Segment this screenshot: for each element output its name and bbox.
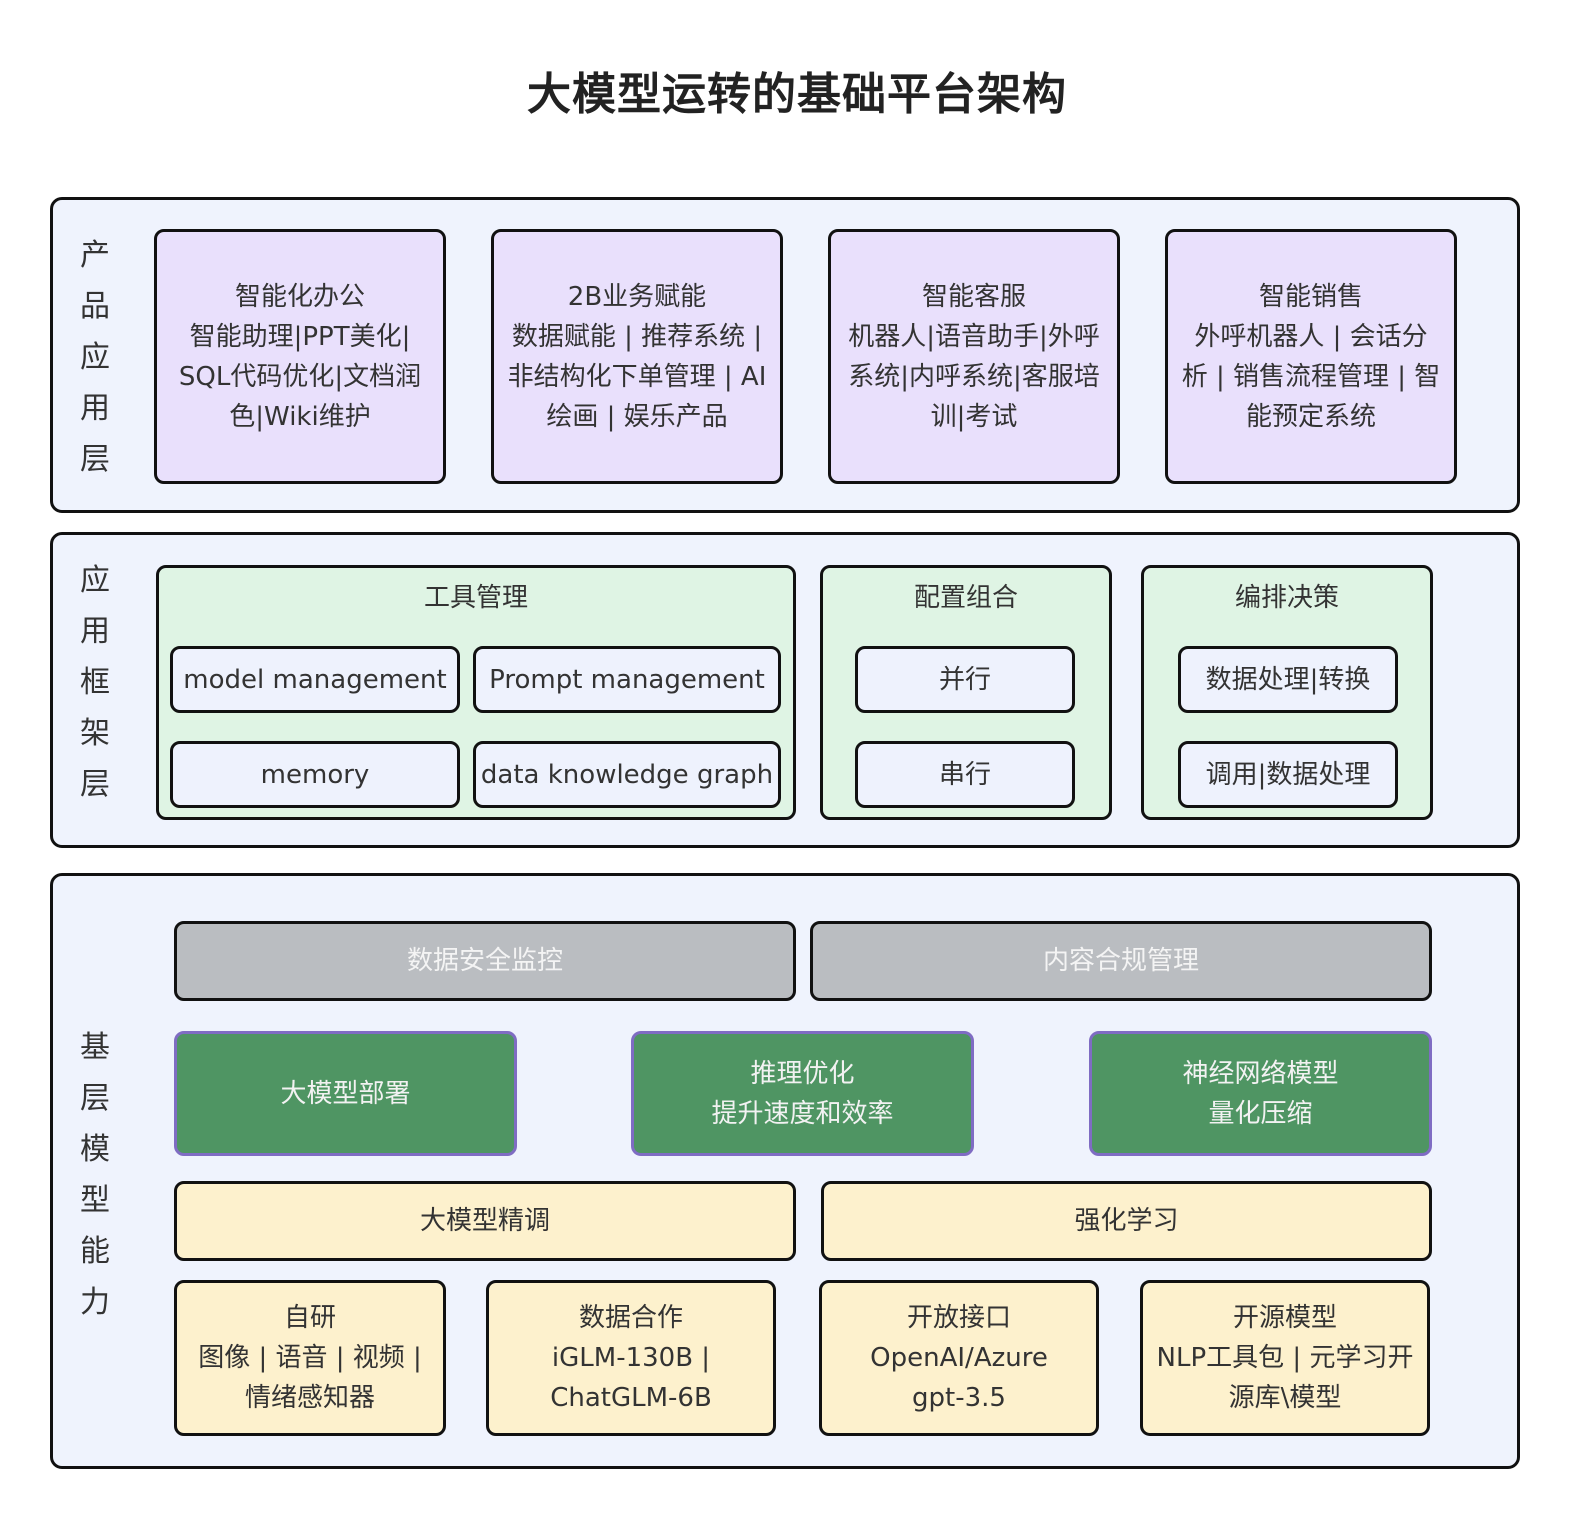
model-management: model management	[170, 646, 460, 713]
product-card-2b: 2B业务赋能 数据赋能 | 推荐系统 | 非结构化下单管理 | AI 绘画 | …	[491, 229, 783, 484]
tool-management-group: 工具管理 model management Prompt management …	[156, 565, 796, 820]
diagram-title: 大模型运转的基础平台架构	[527, 69, 1067, 120]
orchestration-group: 编排决策 数据处理|转换 调用|数据处理	[1141, 565, 1433, 820]
label-char: 型	[80, 1183, 110, 1218]
product-card-office: 智能化办公 智能助理|PPT美化| SQL代码优化|文档润 色|Wiki维护	[154, 229, 446, 484]
label-char: 品	[80, 289, 110, 324]
base-layer-label: 基 层 模 型 能 力	[75, 1022, 115, 1328]
data-knowledge-graph: data knowledge graph	[473, 741, 781, 808]
group-title: 编排决策	[1234, 583, 1339, 613]
label-char: 用	[80, 391, 110, 426]
source-open-api: 开放接口 OpenAI/Azure gpt-3.5	[819, 1280, 1099, 1436]
product-layer: 产 品 应 用 层 智能化办公 智能助理|PPT美化| SQL代码优化|文档润 …	[50, 197, 1520, 513]
model-deployment: 大模型部署	[174, 1031, 517, 1156]
framework-layer-label: 应 用 框 架 层	[75, 555, 115, 810]
inference-optimization: 推理优化 提升速度和效率	[631, 1031, 974, 1156]
label-char: 应	[80, 340, 110, 375]
label-char: 能	[80, 1234, 110, 1269]
framework-layer: 应 用 框 架 层 工具管理 model management Prompt m…	[50, 532, 1520, 848]
group-title: 工具管理	[423, 583, 528, 613]
serial-item: 串行	[855, 741, 1075, 808]
invoke-data-item: 调用|数据处理	[1178, 741, 1398, 808]
source-self-developed: 自研 图像 | 语音 | 视频 | 情绪感知器	[174, 1280, 446, 1436]
data-transform-item: 数据处理|转换	[1178, 646, 1398, 713]
memory: memory	[170, 741, 460, 808]
label-char: 模	[80, 1132, 110, 1167]
config-combination-group: 配置组合 并行 串行	[820, 565, 1112, 820]
product-card-service: 智能客服 机器人|语音助手|外呼 系统|内呼系统|客服培 训|考试	[828, 229, 1120, 484]
label-char: 用	[80, 614, 110, 649]
label-char: 层	[80, 442, 110, 477]
label-char: 应	[80, 563, 110, 598]
product-layer-label: 产 品 应 用 层	[75, 230, 115, 485]
product-card-sales: 智能销售 外呼机器人 | 会话分 析 | 销售流程管理 | 智 能预定系统	[1165, 229, 1457, 484]
label-char: 产	[80, 238, 110, 273]
model-finetuning: 大模型精调	[174, 1181, 796, 1261]
model-quantization: 神经网络模型 量化压缩	[1089, 1031, 1432, 1156]
label-char: 力	[80, 1285, 110, 1320]
group-title: 配置组合	[913, 583, 1018, 613]
label-char: 框	[80, 665, 110, 700]
prompt-management: Prompt management	[473, 646, 781, 713]
label-char: 基	[80, 1030, 110, 1065]
base-layer: 基 层 模 型 能 力 数据安全监控 内容合规管理 大模型部署 推理优化 提升速…	[50, 873, 1520, 1469]
label-char: 层	[80, 1081, 110, 1116]
parallel-item: 并行	[855, 646, 1075, 713]
content-compliance-management: 内容合规管理	[810, 921, 1432, 1001]
reinforcement-learning: 强化学习	[821, 1181, 1432, 1261]
source-open-source: 开源模型 NLP工具包 | 元学习开 源库\模型	[1140, 1280, 1430, 1436]
label-char: 层	[80, 767, 110, 802]
data-security-monitoring: 数据安全监控	[174, 921, 796, 1001]
label-char: 架	[80, 716, 110, 751]
source-data-cooperation: 数据合作 iGLM-130B | ChatGLM-6B	[486, 1280, 776, 1436]
